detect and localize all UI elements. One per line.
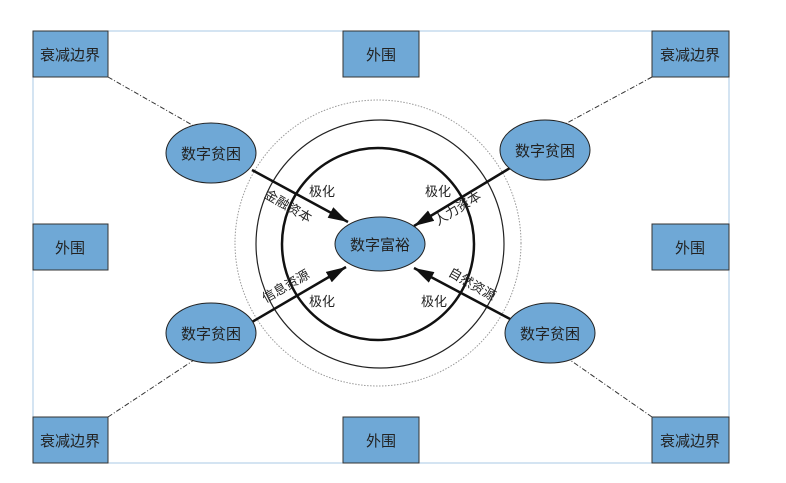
dashed-connectors: [107, 76, 653, 418]
node-top-left-label: 数字贫困: [181, 145, 241, 163]
arrow-bottom-right: [413, 266, 513, 322]
label-financial-capital: 金融资本: [261, 187, 314, 227]
box-mid-left-label: 外围: [55, 239, 85, 257]
box-top-left: [32, 30, 109, 78]
center-node-label: 数字富裕: [350, 236, 410, 254]
inner-circle: [280, 146, 476, 342]
arrow-top-left: [251, 168, 349, 224]
center-node: [334, 216, 426, 272]
node-top-right-label: 数字贫困: [515, 142, 575, 160]
box-bottom-center-label: 外围: [366, 432, 396, 450]
box-bottom-center: [342, 416, 420, 464]
polarization-top-right: 极化: [425, 185, 451, 200]
box-mid-left: [32, 223, 109, 271]
box-mid-right-label: 外围: [675, 239, 705, 257]
box-mid-right: [651, 223, 730, 271]
node-bottom-right: [504, 302, 596, 364]
box-bottom-left: [32, 416, 109, 464]
box-bottom-right: [651, 416, 730, 464]
node-bottom-right-label: 数字贫困: [520, 325, 580, 343]
outer-dotted-circle: [234, 99, 522, 387]
box-top-right: [651, 30, 730, 78]
arrow-bottom-left: [251, 265, 347, 324]
middle-circle: [255, 119, 505, 369]
arrows: [251, 166, 513, 324]
polarization-bottom-right: 极化: [421, 295, 447, 310]
box-bottom-right-label: 衰减边界: [660, 432, 720, 450]
box-top-center-label: 外围: [366, 46, 396, 64]
node-bottom-left-label: 数字贫困: [181, 325, 241, 343]
box-bottom-left-label: 衰减边界: [40, 432, 100, 450]
node-bottom-left: [165, 302, 257, 364]
box-top-center: [342, 30, 420, 78]
arrow-top-right: [413, 166, 511, 228]
polarization-top-left: 极化: [309, 185, 335, 200]
box-top-left-label: 衰减边界: [40, 46, 100, 64]
node-top-left: [165, 122, 257, 184]
polarization-bottom-left: 极化: [309, 295, 335, 310]
node-top-right: [499, 119, 591, 181]
box-top-right-label: 衰减边界: [660, 46, 720, 64]
